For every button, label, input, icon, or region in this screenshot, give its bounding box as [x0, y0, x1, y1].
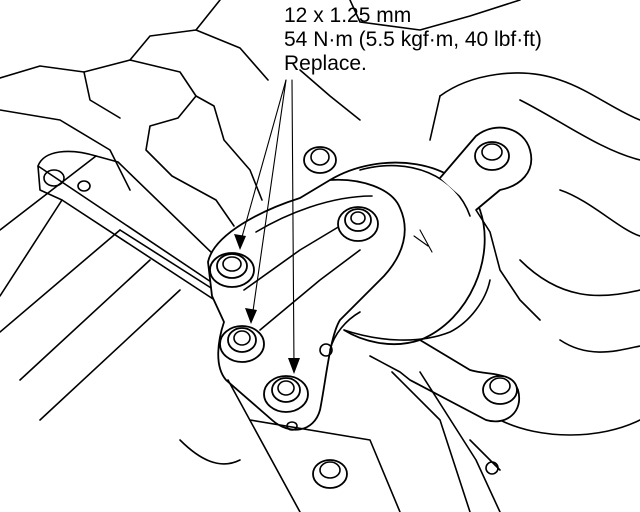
- upper-bracket-outline: [0, 0, 521, 227]
- frame-rail: [0, 150, 247, 421]
- torque-value-label: 54 N·m (5.5 kgf·m, 40 lbf·ft): [284, 28, 542, 51]
- bolt-lower-left: [263, 375, 309, 413]
- bolt-size-label: 12 x 1.25 mm: [284, 4, 412, 27]
- bolt-right-upper: [474, 141, 510, 171]
- bolt-bottom: [312, 459, 348, 489]
- torque-spec-callout: 12 x 1.25 mm 54 N·m (5.5 kgf·m, 40 lbf·f…: [284, 4, 542, 76]
- transmission-housing: [429, 72, 640, 436]
- callout-leader-lines: [234, 79, 300, 374]
- bolt-upper-left: [209, 252, 255, 288]
- bolt-center: [337, 206, 379, 242]
- mount-bracket-arm: [207, 178, 406, 431]
- replace-instruction-label: Replace.: [284, 52, 367, 75]
- bolt-top-center: [303, 146, 337, 174]
- bolt-right-lower: [482, 375, 518, 405]
- lower-frame: [179, 371, 501, 512]
- bolt-middle-left: [219, 325, 265, 363]
